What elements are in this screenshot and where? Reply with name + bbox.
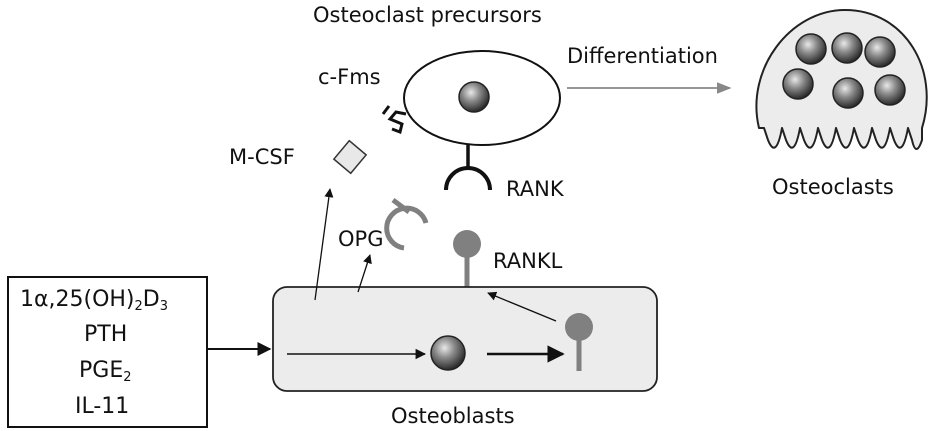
- precursor-nucleus: [458, 81, 490, 113]
- m-csf-molecule: [332, 139, 368, 175]
- osteoclast-nucleus-6: [874, 74, 906, 106]
- factor-il-11: IL-11: [75, 394, 129, 419]
- rankl-label: RANKL: [493, 249, 563, 273]
- rankl-head: [453, 230, 481, 258]
- osteoclast-nucleus-5: [832, 77, 864, 109]
- m-csf-label: M-CSF: [229, 145, 295, 169]
- factor-vitamin-d: 1α,25(OH)2D3: [20, 287, 168, 314]
- osteoblasts-label: Osteoblasts: [391, 404, 515, 428]
- rankl-transport-arrow: [487, 291, 557, 322]
- m-csf-secretion-arrow: [314, 188, 334, 301]
- rank-receptor: [444, 166, 492, 191]
- osteoblast-nucleus: [430, 335, 466, 371]
- differentiation-label: Differentiation: [567, 44, 718, 68]
- c-fms-receptor: [387, 110, 407, 134]
- factor-pth: PTH: [84, 322, 127, 347]
- precursors-title: Osteoclast precursors: [313, 3, 542, 27]
- c-fms-label: c-Fms: [318, 65, 381, 89]
- osteoclast-nucleus-3: [864, 36, 896, 68]
- osteoclast-nucleus-4: [782, 68, 814, 100]
- rankl-synthesized-head: [565, 313, 593, 341]
- osteoblast-cell: [272, 286, 658, 392]
- opg-decoy: [384, 205, 429, 251]
- factor-box: [7, 276, 208, 428]
- rank-label: RANK: [506, 177, 565, 201]
- osteoclast-nucleus-1: [795, 33, 827, 65]
- c-fms-receptor-arm: [381, 105, 391, 115]
- osteoclast-nucleus-2: [831, 32, 863, 64]
- opg-secretion-arrow: [357, 254, 372, 293]
- factor-pge2: PGE2: [79, 358, 132, 385]
- opg-label: OPG: [338, 227, 383, 251]
- osteoclasts-label: Osteoclasts: [772, 175, 894, 199]
